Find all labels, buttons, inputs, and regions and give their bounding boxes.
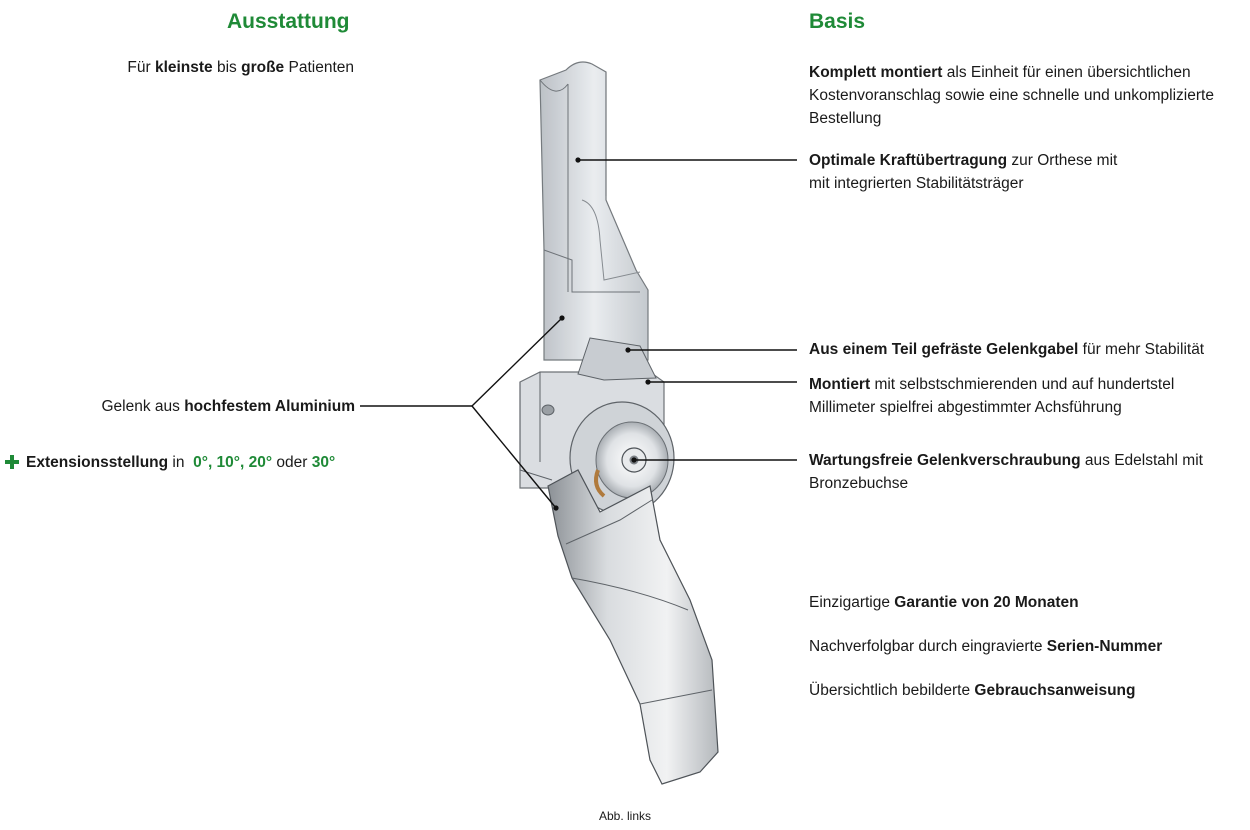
feature-extension: Extensionsstellung in 0°, 10°, 20° oder …: [26, 454, 336, 471]
extra-gebrauchsanweisung: Übersichtlich bebilderte Gebrauchsanweis…: [809, 682, 1136, 699]
basis-item-montiert: Montiert mit selbstschmierenden und auf …: [809, 376, 1175, 416]
extra-garantie: Einzigartige Garantie von 20 Monaten: [809, 594, 1079, 611]
leader-aluminium-lower: [471, 405, 557, 509]
upper-bar: [539, 61, 649, 361]
leader-aluminium-upper: [471, 317, 563, 407]
basis-item-verschraubung: Wartungsfreie Gelenkverschraubung aus Ed…: [809, 452, 1203, 492]
lower-bar: [547, 469, 719, 785]
basis-item-gabel: Aus einem Teil gefräste Gelenkgabel für …: [809, 341, 1205, 358]
basis-item-kraft: Optimale Kraftübertragung zur Orthese mi…: [809, 152, 1118, 192]
plus-icon: [5, 455, 19, 469]
basis-item-komplett: Komplett montiert als Einheit für einen …: [809, 64, 1214, 127]
extra-seriennummer: Nachverfolgbar durch eingravierte Serien…: [809, 638, 1163, 655]
feature-patients: Für kleinste bis große Patienten: [127, 59, 354, 76]
heading-basis: Basis: [809, 10, 866, 33]
feature-material: Gelenk aus hochfestem Aluminium: [101, 398, 355, 415]
heading-ausstattung: Ausstattung: [227, 10, 350, 33]
figure-caption: Abb. links: [598, 809, 652, 823]
